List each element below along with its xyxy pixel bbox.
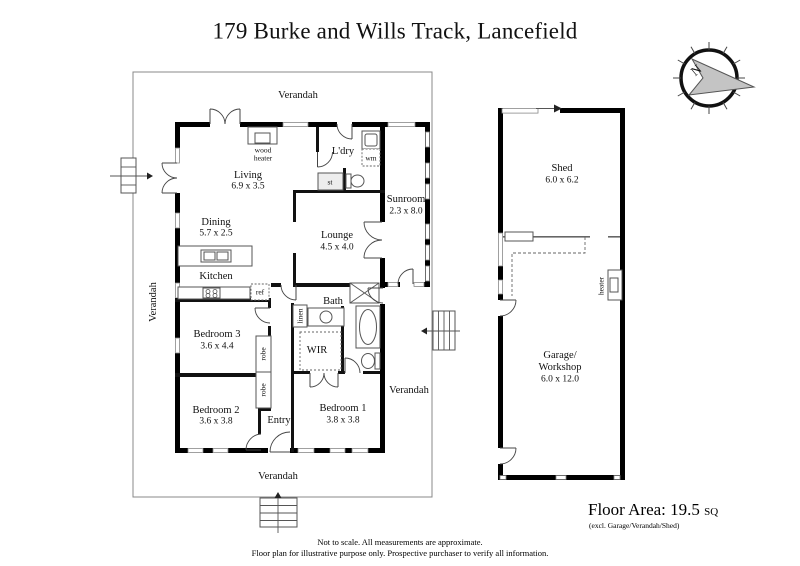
bottom-steps-icon: [259, 497, 298, 528]
floor-area-unit: SQ: [704, 506, 719, 518]
room-sunroom-dims: 2.3 x 8.0: [389, 206, 423, 217]
room-bedroom3-dims: 3.6 x 4.4: [200, 341, 234, 352]
room-dining-dims: 5.7 x 2.5: [199, 228, 233, 239]
laundry-toilet-icon: [345, 173, 352, 189]
verandah-label-right: Verandah: [389, 384, 429, 396]
robe2-icon: [255, 371, 272, 409]
stove-icon: [202, 287, 221, 299]
verandah-label-bottom: Verandah: [258, 470, 298, 482]
verandah-label-top: Verandah: [278, 89, 318, 101]
room-bedroom2: Bedroom 2: [192, 404, 240, 416]
room-living-dims: 6.9 x 3.5: [231, 181, 265, 192]
verandah-outline: [132, 71, 433, 498]
disclaimer-line2: Floor plan for illustrative purpose only…: [251, 548, 549, 558]
right-entry-arrow-icon: [421, 327, 427, 335]
room-bedroom3: Bedroom 3: [193, 328, 241, 340]
left-steps-icon: [120, 157, 137, 194]
verandah-label-left: Verandah: [147, 282, 159, 322]
room-lounge: Lounge: [320, 229, 354, 241]
room-lounge-dims: 4.5 x 4.0: [320, 242, 354, 253]
robe1-label: robe: [258, 347, 268, 361]
room-shed-dims: 6.0 x 6.2: [545, 175, 579, 186]
robe2-label: robe: [258, 383, 268, 397]
basin-icon: [319, 310, 333, 324]
wir-outline-icon: [299, 331, 342, 371]
left-entry-arrow-icon: [147, 172, 153, 180]
shed-entry-arrow-icon: [554, 104, 562, 113]
steps: [110, 157, 460, 533]
floor-area: Floor Area: 19.5 SQ: [588, 500, 718, 520]
room-living: Living: [234, 169, 262, 181]
room-kitchen: Kitchen: [199, 270, 233, 282]
room-bedroom1: Bedroom 1: [319, 402, 367, 414]
door-arcs: [161, 108, 414, 453]
washing-machine-label: wm: [365, 153, 377, 163]
floor-area-value: Floor Area: 19.5: [588, 500, 700, 519]
fridge-label: ref: [255, 287, 265, 297]
linen-closet-icon: [292, 304, 308, 328]
garage-dashed-outline: [511, 237, 586, 296]
room-bedroom1-dims: 3.8 x 3.8: [326, 415, 360, 426]
room-bedroom2-dims: 3.6 x 3.8: [199, 416, 233, 427]
compass-icon: [673, 42, 756, 114]
room-entry: Entry: [267, 414, 291, 426]
room-sunroom: Sunroom: [386, 193, 426, 205]
garage-heater-label: heater: [596, 276, 606, 296]
vanity-icon: [307, 307, 345, 327]
washing-machine-icon: [361, 148, 381, 167]
room-dining: Dining: [201, 216, 231, 228]
fridge-icon: [250, 283, 270, 301]
outbuilding-walls: [498, 104, 625, 480]
page-title: 179 Burke and Wills Track, Lancefield: [212, 18, 578, 44]
room-shed: Shed: [551, 162, 573, 174]
linen-label: linen: [295, 308, 305, 324]
floor-area-note: (excl. Garage/Verandah/Shed): [589, 521, 680, 530]
house-interior-walls: [175, 127, 385, 452]
store-closet-icon: [317, 172, 344, 191]
disclaimer-line1: Not to scale. All measurements are appro…: [317, 537, 483, 547]
wood-heater-label1: wood: [254, 145, 272, 155]
room-bath: Bath: [323, 295, 343, 307]
partition-bench-icon: [504, 231, 534, 242]
room-laundry: L'dry: [331, 145, 355, 157]
store-label: st: [327, 177, 333, 187]
north-arrow-icon: [687, 57, 756, 96]
room-garage-line1: Garage/: [543, 349, 577, 361]
room-garage-line2: Workshop: [538, 361, 582, 373]
wood-heater-label2: heater: [253, 153, 273, 163]
house-walls: [175, 122, 430, 453]
room-garage-dims: 6.0 x 12.0: [541, 374, 579, 385]
room-wir: WIR: [306, 344, 328, 356]
bath-toilet-icon: [374, 352, 381, 370]
house-fixtures: [177, 126, 381, 409]
front-entry-arrow-icon: [274, 492, 282, 498]
